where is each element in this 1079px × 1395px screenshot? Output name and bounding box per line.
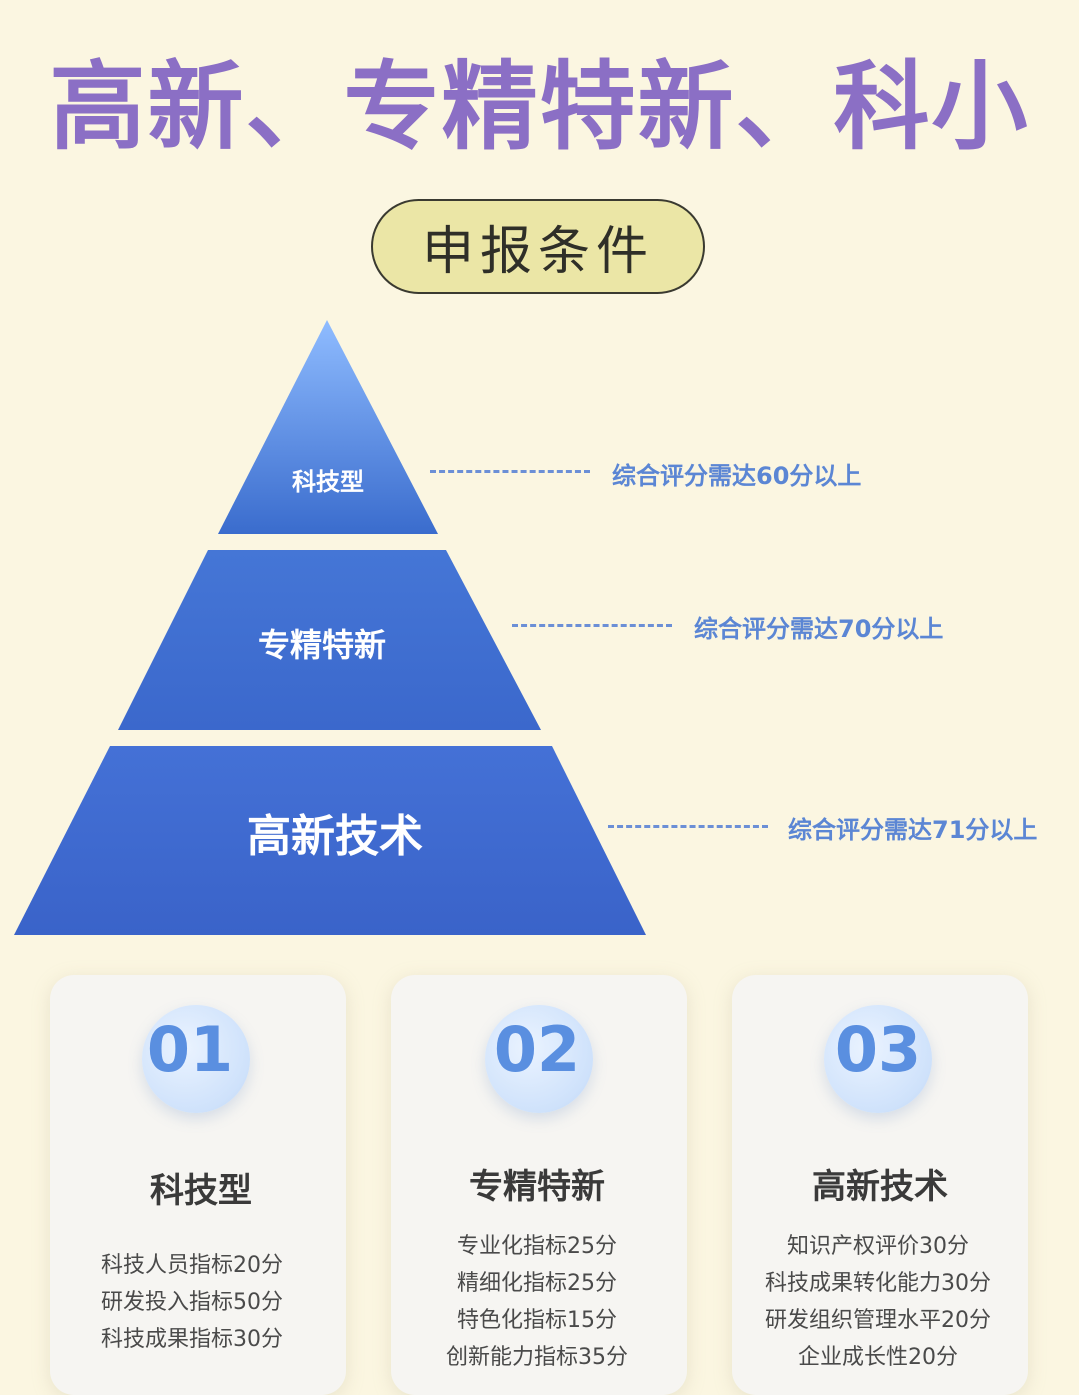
number-circle xyxy=(824,1005,932,1113)
card-number: 02 xyxy=(493,1013,581,1086)
pyramid-tier-middle xyxy=(118,550,541,730)
list-item: 科技成果指标30分 xyxy=(101,1327,283,1352)
connector-line-bottom xyxy=(608,825,768,828)
pyramid-tier-label-bottom: 高新技术 xyxy=(247,811,423,862)
list-item: 专业化指标25分 xyxy=(457,1234,617,1259)
pyramid-tier-label-middle: 专精特新 xyxy=(257,626,386,664)
list-item: 研发投入指标50分 xyxy=(101,1290,283,1315)
card-item-list: 专业化指标25分 精细化指标25分 特色化指标15分 创新能力指标35分 xyxy=(389,1228,685,1376)
number-circle xyxy=(142,1005,250,1113)
requirement-middle: 综合评分需达70分以上 xyxy=(694,615,944,643)
card-keji: 01 科技型 科技人员指标20分 研发投入指标50分 科技成果指标30分 xyxy=(50,975,346,1395)
requirement-top: 综合评分需达60分以上 xyxy=(612,462,862,490)
pyramid-tier-bottom xyxy=(14,746,646,935)
list-item: 科技成果转化能力30分 xyxy=(765,1271,991,1296)
pyramid-diagram xyxy=(14,320,646,935)
card-title: 高新技术 xyxy=(812,1167,948,1207)
list-item: 特色化指标15分 xyxy=(457,1308,617,1333)
card-zhuanjingtexin: 02 专精特新 专业化指标25分 精细化指标25分 特色化指标15分 创新能力指… xyxy=(391,975,687,1395)
list-item: 企业成长性20分 xyxy=(798,1345,958,1370)
list-item: 知识产权评价30分 xyxy=(787,1234,969,1259)
card-title: 科技型 xyxy=(150,1171,252,1211)
number-circle xyxy=(485,1005,593,1113)
card-title: 专精特新 xyxy=(469,1167,605,1207)
card-number: 01 xyxy=(146,1013,234,1086)
pyramid-tier-label-top: 科技型 xyxy=(292,468,364,496)
list-item: 科技人员指标20分 xyxy=(101,1253,283,1278)
card-gaoxinjishu: 03 高新技术 知识产权评价30分 科技成果转化能力30分 研发组织管理水平20… xyxy=(732,975,1028,1395)
card-number: 03 xyxy=(834,1013,922,1086)
page-title: 高新、专精特新、科小 xyxy=(49,51,1030,163)
list-item: 研发组织管理水平20分 xyxy=(765,1308,991,1333)
card-item-list: 知识产权评价30分 科技成果转化能力30分 研发组织管理水平20分 企业成长性2… xyxy=(730,1228,1026,1376)
subtitle-pill: 申报条件 xyxy=(371,199,705,294)
list-item: 精细化指标25分 xyxy=(457,1271,617,1296)
list-item: 创新能力指标35分 xyxy=(446,1345,628,1370)
connector-line-top xyxy=(430,470,590,473)
card-item-list: 科技人员指标20分 研发投入指标50分 科技成果指标30分 xyxy=(44,1247,340,1358)
pyramid-tier-top xyxy=(218,320,438,534)
connector-line-middle xyxy=(512,624,672,627)
requirement-bottom: 综合评分需达71分以上 xyxy=(788,816,1038,844)
